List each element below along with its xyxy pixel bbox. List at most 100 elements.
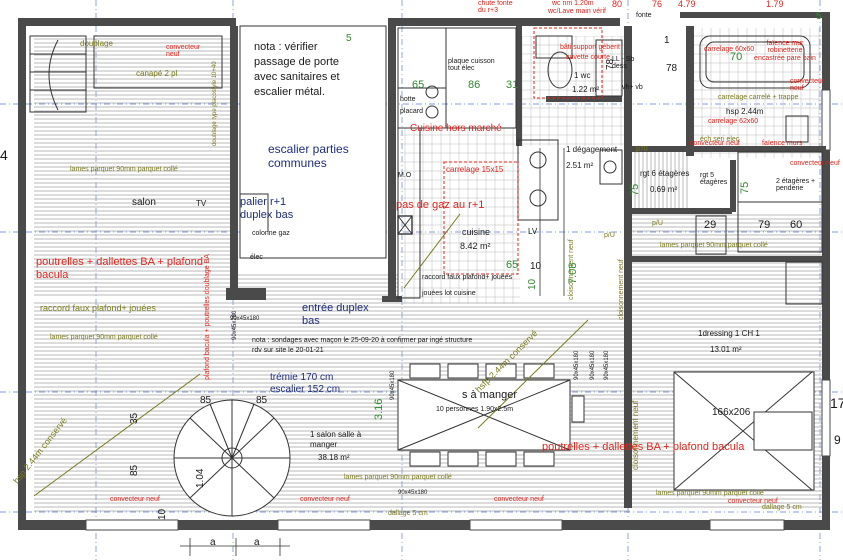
label-etageres-penderie: 2 étagères + penderie <box>776 178 816 193</box>
label-pu-1: p/U <box>652 220 663 227</box>
dim-section-e: 90x45x180 <box>590 350 596 380</box>
dim-10b: 10 <box>527 278 538 290</box>
label-bati: bâti support géberit <box>560 44 620 51</box>
room-salon-tv: TV <box>196 199 207 208</box>
label-convecteur-3: convecteur neuf <box>300 496 350 503</box>
dim-10c: 10 <box>157 508 168 520</box>
label-wc-top: wc nm 1.20m <box>552 0 594 7</box>
note-entree: entrée duplex bas <box>302 302 369 327</box>
dim-86: 86 <box>468 79 481 91</box>
note-kitchen-out: Cuisine hors marché <box>410 123 502 134</box>
dim-70: 70 <box>730 51 743 63</box>
dim-section-c: 90x45x180 <box>232 310 238 340</box>
bathroom-fixtures <box>535 35 811 185</box>
label-chute-fonte: chute fonte du r+3 <box>478 0 513 15</box>
label-table-size: 10 personnes 1.90x2.5m <box>436 406 514 413</box>
dim-section-g: 90x45x180 <box>574 350 580 380</box>
dim-4: 4 <box>0 147 8 163</box>
dim-65b: 65 <box>506 259 519 271</box>
dim-a1: a <box>210 537 216 548</box>
label-cloison-3: cloisonnement neuf <box>631 400 640 470</box>
label-lv: LV <box>528 227 538 236</box>
dim-17: 17 <box>830 395 843 411</box>
dim-85c: 85 <box>129 464 140 476</box>
dim-179: 1.79 <box>766 0 784 9</box>
dim-85b: 85 <box>256 395 268 406</box>
label-convecteur-6: convecteur neuf <box>790 78 825 93</box>
dim-31: 31 <box>506 79 519 91</box>
label-parquet-1: lames parquet 90mm parquet collé <box>70 166 178 173</box>
dim-80: 80 <box>612 0 623 9</box>
label-elec: élec <box>250 254 263 261</box>
label-convecteur-5: convecteur neuf <box>728 498 778 505</box>
label-doublage: doublage <box>80 39 113 48</box>
label-convecteur-4: convecteur neuf <box>494 496 544 503</box>
label-carrelage-1515: carrelage 15x15 <box>446 165 504 174</box>
dim-708: 7.08 <box>567 262 579 284</box>
dimension-lines <box>180 148 565 556</box>
label-joues: jouées lot cuisine <box>422 290 476 297</box>
note-raccord-faux-plafond: raccord faux plafond+ jouées <box>40 303 156 313</box>
dining-table <box>397 363 585 467</box>
label-hotte: hotte <box>400 96 416 103</box>
room-rgt5: rgt 5 étagères <box>700 172 728 187</box>
label-canape: canapé 2 pl <box>136 69 178 78</box>
stair-top-left <box>29 35 223 113</box>
dim-60: 60 <box>790 219 803 231</box>
red-accents <box>443 27 603 275</box>
label-lavabo: LL - Sb dess <box>612 56 635 71</box>
room-rgt-area: 0.69 m² <box>650 185 678 194</box>
olive-lines <box>33 213 589 497</box>
room-wc: 1 wc <box>574 71 591 80</box>
dim-a2: a <box>254 537 260 548</box>
label-bed-size: 166x206 <box>712 407 751 418</box>
label-pu-2: p70 <box>636 146 648 153</box>
note-tremie: trémie 170 cm escalier 152 cm <box>270 372 341 395</box>
note-no-gas: pas de gaz au r+1 <box>396 199 485 211</box>
label-carrelage-6060: carrelage 60x60 <box>704 46 755 53</box>
note-poutrelles-right: poutrelles + dallettes BA + plafond bacu… <box>542 441 745 453</box>
label-plafond-bacula-left: plafond bacula + poutrelles doublage BA <box>204 254 211 380</box>
label-mo: M.O <box>398 172 412 179</box>
windows <box>85 89 831 531</box>
label-convecteur-7: convecteur neuf <box>690 140 740 147</box>
label-doublage-placo: doublage type placostyle 10+40 <box>212 61 218 146</box>
room-cuisine-area: 8.42 m² <box>460 241 491 251</box>
dim-85a: 85 <box>200 395 212 406</box>
exterior-walls <box>18 12 830 530</box>
dim-76: 76 <box>652 0 663 9</box>
label-ech: éch seri elec <box>700 136 740 143</box>
dim-79: 79 <box>758 219 771 231</box>
label-convecteur-8: convecteur neuf <box>790 160 840 167</box>
label-pu-3: p/U <box>604 232 615 239</box>
dim-75b: 75 <box>739 181 751 194</box>
dim-section-a: 90x45x180 <box>230 316 260 322</box>
room-cuisine: cuisine <box>462 227 491 237</box>
storage-units <box>695 151 823 305</box>
label-parquet-2: lames parquet 90mm parquet collé <box>50 334 158 341</box>
label-fonte: fonte <box>636 12 652 19</box>
label-carrelage-trappe: carrelage carrelé + trappe <box>718 94 799 101</box>
label-colonne-gaz: colonne gaz <box>252 230 290 237</box>
label-hsp: hsp 2.44m <box>726 107 764 116</box>
dim-479: 4.79 <box>678 0 696 9</box>
note-poutrelles-left: poutrelles + dallettes BA + plafond bacu… <box>36 256 203 281</box>
kitchen-units <box>397 27 559 299</box>
label-vh: vh+ vb <box>622 84 643 91</box>
label-cuvette: cuvette courte <box>566 54 610 61</box>
dim-section-f: 90x45x180 <box>604 350 610 380</box>
room-wc-area: 1.22 m² <box>572 85 600 94</box>
label-dallage-1: dallage 5 cm <box>388 510 428 517</box>
room-dressing: 1dressing 1 CH 1 <box>698 329 760 338</box>
label-faience-murs: faïence murs <box>762 140 803 147</box>
dim-78: 78 <box>666 63 678 74</box>
dim-29: 29 <box>704 219 717 231</box>
label-cloison-2: cloisonnement neuf <box>618 259 625 320</box>
dim-5a: 5 <box>346 33 352 44</box>
room-rgt: rgt 6 étagères <box>640 169 690 178</box>
bed <box>673 371 815 491</box>
dim-316: 3.16 <box>373 398 385 420</box>
note-sondages: nota : sondages avec maçon le 25-09-20 à… <box>252 337 473 354</box>
room-s-a-manger: s à manger <box>462 389 518 401</box>
dim-65a: 65 <box>412 79 425 91</box>
